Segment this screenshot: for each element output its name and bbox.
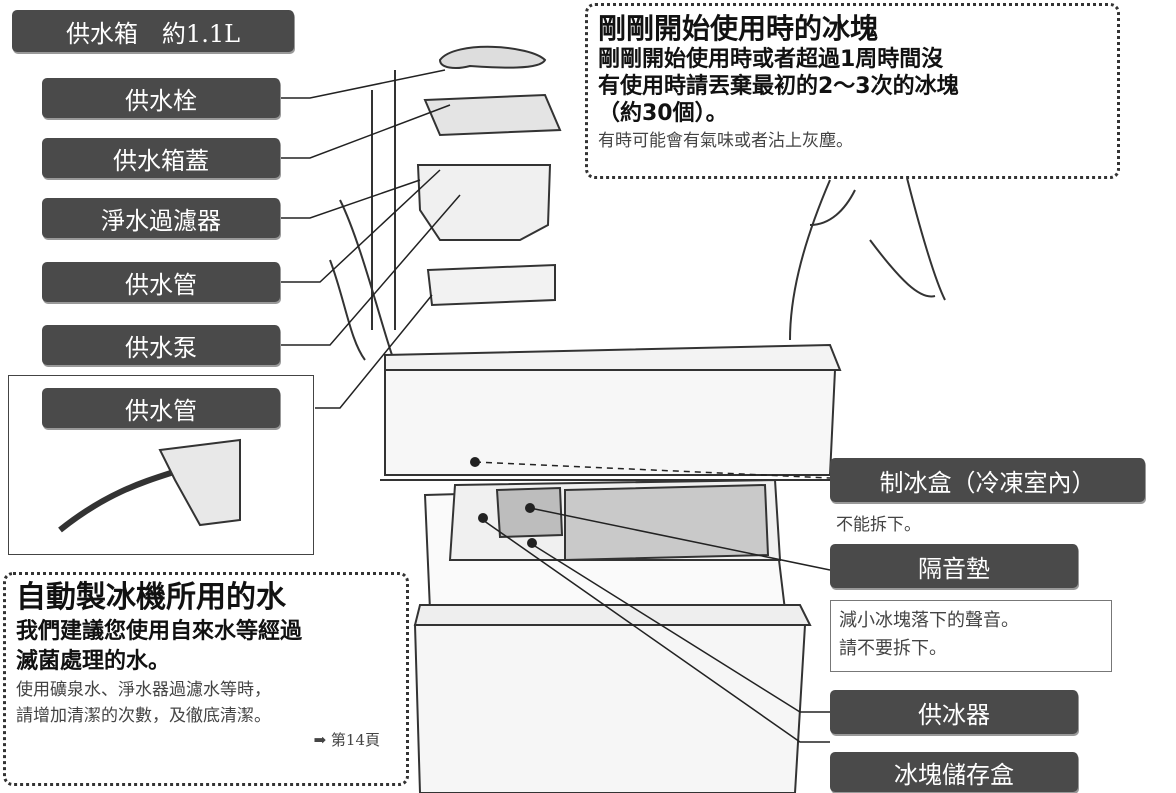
label-water-filter: 淨水過濾器 bbox=[42, 198, 280, 238]
label-water-pump: 供水泵 bbox=[42, 325, 280, 365]
label-water-pipe-detail: 供水管 bbox=[42, 388, 280, 428]
label-ice-feeder: 供冰器 bbox=[830, 690, 1078, 734]
sound-mat-note-box: 減小冰塊落下的聲音。 請不要拆下。 bbox=[830, 600, 1112, 672]
first-use-ice-line-1: 剛剛開始使用時或者超過1周時間沒 bbox=[598, 47, 944, 72]
label-water-plug: 供水栓 bbox=[42, 78, 280, 118]
sound-mat-note-2: 請不要拆下。 bbox=[839, 638, 947, 659]
first-use-ice-line-2: 有使用時請丟棄最初的2～3次的冰塊 bbox=[598, 74, 959, 99]
first-use-ice-title: 剛剛開始使用時的冰塊 bbox=[598, 12, 879, 45]
ice-maker-water-line-2: 滅菌處理的水。 bbox=[16, 649, 171, 674]
ice-maker-water-title: 自動製冰機所用的水 bbox=[16, 580, 286, 615]
first-use-ice-sub: 有時可能會有氣味或者沾上灰塵。 bbox=[598, 131, 853, 151]
sound-mat-note-1: 減小冰塊落下的聲音。 bbox=[839, 610, 1019, 631]
pipe-detail-box bbox=[8, 375, 314, 555]
ice-maker-water-line-1: 我們建議您使用自來水等經過 bbox=[16, 619, 303, 644]
label-ice-storage-box: 冰塊儲存盒 bbox=[830, 752, 1078, 792]
label-tank-lid: 供水箱蓋 bbox=[42, 138, 280, 178]
ice-maker-water-sub-1: 使用礦泉水、淨水器過濾水等時， bbox=[16, 680, 271, 700]
ice-tray-note: 不能拆下。 bbox=[836, 515, 921, 535]
page-reference-link[interactable]: ➡ 第14頁 bbox=[313, 731, 380, 749]
label-ice-tray: 制冰盒（冷凍室內） bbox=[830, 458, 1145, 502]
label-water-tank: 供水箱 約1.1L bbox=[12, 10, 294, 52]
label-water-pipe: 供水管 bbox=[42, 262, 280, 302]
ice-maker-water-sub-2: 請增加清潔的次數，及徹底清潔。 bbox=[16, 706, 271, 726]
label-sound-mat: 隔音墊 bbox=[830, 544, 1078, 588]
first-use-ice-note: 剛剛開始使用時的冰塊 剛剛開始使用時或者超過1周時間沒 有使用時請丟棄最初的2～… bbox=[585, 3, 1120, 179]
ice-maker-water-note: 自動製冰機所用的水 我們建議您使用自來水等經過 滅菌處理的水。 使用礦泉水、淨水… bbox=[3, 572, 409, 786]
first-use-ice-line-3: （約30個）。 bbox=[598, 101, 728, 126]
